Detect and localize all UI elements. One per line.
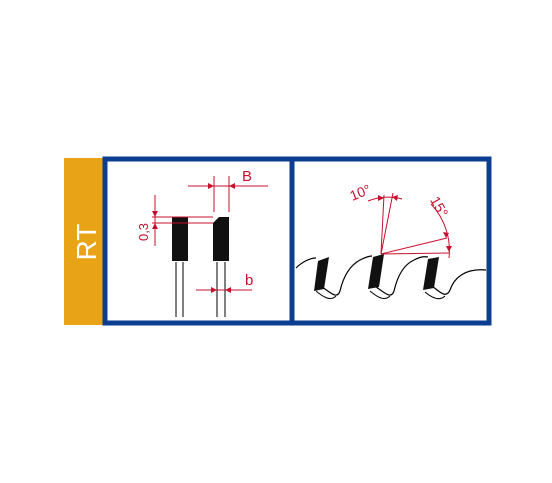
flat-tooth	[172, 217, 188, 261]
outer-frame	[102, 156, 492, 326]
dim-0-3	[152, 195, 213, 246]
dim-b	[196, 287, 252, 293]
tooth-side-view: 10° 15°	[295, 181, 487, 300]
dim-B-label: B	[242, 168, 252, 185]
tooth-tip-3	[423, 257, 439, 290]
thickness-view: B 0,3 b	[136, 168, 268, 317]
angle-10-label: 10°	[347, 181, 373, 204]
tooth-tip-2	[368, 254, 384, 289]
dim-b-label: b	[245, 272, 253, 289]
bevel-tooth	[213, 217, 229, 261]
type-tag-label: RT	[71, 224, 102, 261]
tooth-tip-1	[314, 257, 329, 291]
dim-B	[188, 176, 268, 212]
angle-15-label: 15°	[427, 193, 451, 219]
dim-0-3-label: 0,3	[136, 223, 151, 241]
type-tag	[64, 158, 106, 325]
blade-outline	[295, 255, 487, 296]
